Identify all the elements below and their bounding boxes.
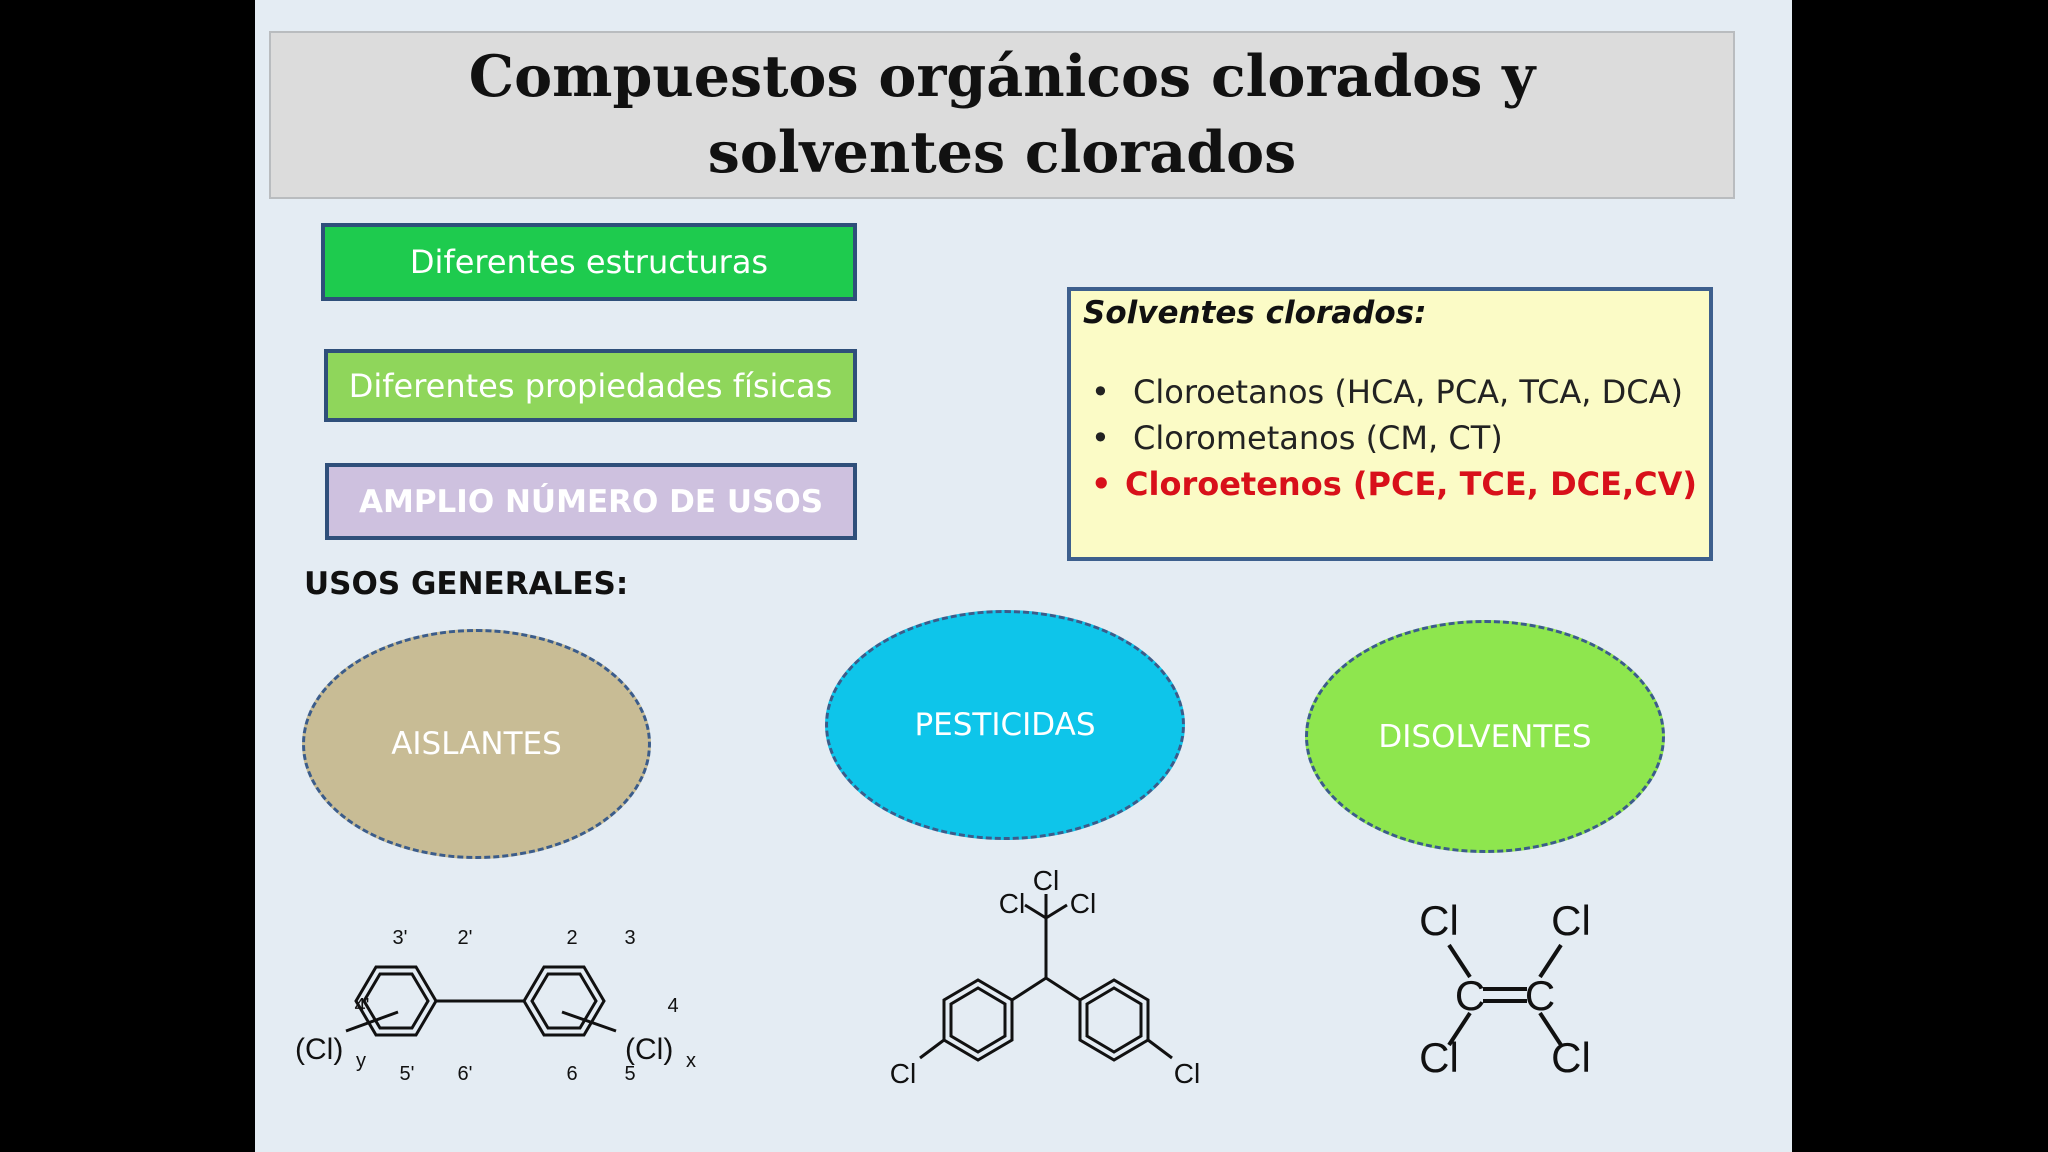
solventes-heading: Solventes clorados: (1083, 295, 1427, 331)
solventes-box: Solventes clorados: • Cloroetanos (HCA, P… (1067, 287, 1713, 561)
list-item: • Cloroetanos (HCA, PCA, TCA, DCA) (1083, 369, 1697, 415)
pesticidas-label: PESTICIDAS (914, 707, 1096, 743)
slide-title: Compuestos orgánicos clorados y solvente… (468, 43, 1536, 186)
cl-y-group: (Cl) (295, 1033, 343, 1066)
bullet-icon: • (1091, 373, 1110, 411)
pos-4: 4 (667, 995, 678, 1017)
cl-x-group: (Cl) (625, 1033, 673, 1066)
title-box: Compuestos orgánicos clorados y solvente… (269, 31, 1735, 199)
ddt-structure: Cl Cl Cl Cl Cl (890, 865, 1200, 1089)
pos-2: 2 (566, 927, 577, 949)
pos-5: 5 (624, 1063, 635, 1085)
aislantes-ellipse: AISLANTES (302, 629, 651, 859)
cl-top: Cl (1033, 865, 1059, 896)
list-item-highlight: • Cloroetenos (PCE, TCE, DCE,CV) (1083, 461, 1697, 507)
usos-box: AMPLIO NÚMERO DE USOS (325, 463, 857, 540)
carbon-left: C (1455, 972, 1485, 1019)
pos-3: 3 (624, 927, 635, 949)
cl-left: Cl (999, 888, 1025, 919)
bullet-icon: • (1091, 465, 1112, 503)
carbon-right: C (1525, 972, 1555, 1019)
disolventes-label: DISOLVENTES (1378, 718, 1592, 755)
disolventes-ellipse: DISOLVENTES (1305, 620, 1665, 853)
item-text: Clorometanos (CM, CT) (1133, 419, 1503, 457)
propiedades-box: Diferentes propiedades físicas (324, 349, 857, 422)
item-text: Cloroetanos (HCA, PCA, TCA, DCA) (1133, 373, 1683, 411)
usos-generales-label: USOS GENERALES: (304, 566, 629, 602)
pcb-structure: 3' 2' 2 3 4' 4 5' 6' 6 5 (Cl) y (Cl) x (295, 927, 696, 1085)
list-item: • Clorometanos (CM, CT) (1083, 415, 1697, 461)
bullet-icon: • (1091, 419, 1110, 457)
pesticidas-ellipse: PESTICIDAS (825, 610, 1185, 840)
pos-6: 6 (566, 1063, 577, 1085)
pce-structure: Cl Cl Cl Cl C C (1419, 897, 1591, 1081)
cl-right: Cl (1070, 888, 1096, 919)
pos-6p: 6' (458, 1063, 473, 1085)
cl-top-right: Cl (1551, 897, 1591, 944)
subscript-y: y (356, 1050, 366, 1072)
aislantes-label: AISLANTES (391, 726, 562, 762)
cl-ring-left: Cl (890, 1058, 916, 1089)
pos-2p: 2' (458, 927, 473, 949)
pos-5p: 5' (400, 1063, 415, 1085)
cl-ring-right: Cl (1174, 1058, 1200, 1089)
cl-bottom-right: Cl (1551, 1034, 1591, 1081)
item-text: Cloroetenos (PCE, TCE, DCE,CV) (1125, 465, 1697, 503)
pos-3p: 3' (393, 927, 408, 949)
pos-4p: 4' (355, 995, 370, 1017)
slide: Compuestos orgánicos clorados y solvente… (255, 0, 1792, 1152)
estructuras-box: Diferentes estructuras (321, 223, 857, 301)
solventes-list: • Cloroetanos (HCA, PCA, TCA, DCA) • Cloro… (1083, 369, 1697, 507)
subscript-x: x (686, 1050, 696, 1072)
cl-bottom-left: Cl (1419, 1034, 1459, 1081)
cl-top-left: Cl (1419, 897, 1459, 944)
